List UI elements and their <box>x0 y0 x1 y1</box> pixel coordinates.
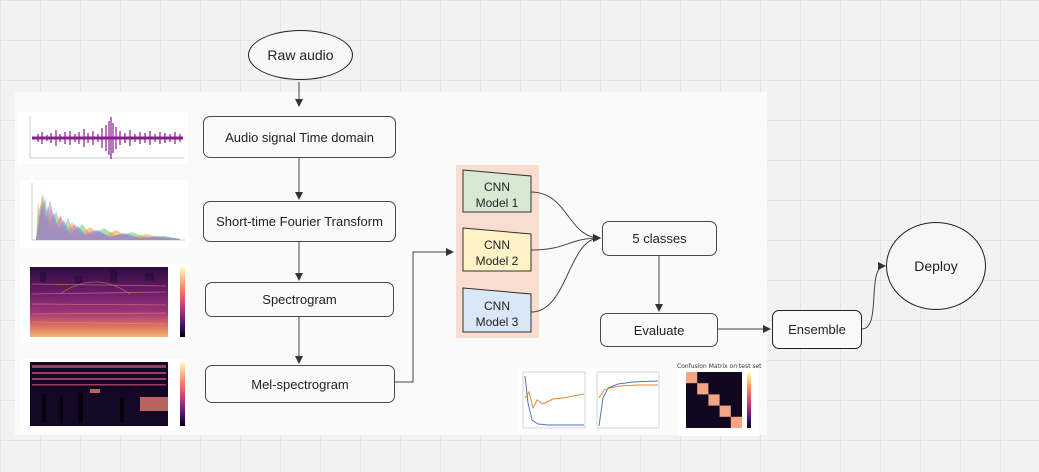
confusion-matrix-title: Confusion Matrix on test set <box>677 363 762 370</box>
spectrogram-colorbar <box>180 267 185 337</box>
waveform-signal <box>37 117 181 159</box>
confusion-matrix-colorbar <box>747 372 751 428</box>
cnn-model-2-line1: CNN <box>484 238 510 252</box>
mel-spectrogram-texture <box>32 365 166 386</box>
curve-ensemble-to-deploy <box>861 262 886 330</box>
cnn-model-3[interactable]: CNN Model 3 <box>462 287 532 333</box>
loss-curve-blue <box>524 375 584 426</box>
spectrogram-thumbnail <box>20 264 190 342</box>
spectrogram-texture <box>31 281 167 325</box>
five-classes-label: 5 classes <box>632 231 687 246</box>
cnn-model-3-shape <box>462 287 532 333</box>
raw-audio-label: Raw audio <box>267 47 334 63</box>
deploy-label: Deploy <box>914 258 958 274</box>
mel-spectrogram-thumbnail <box>20 359 188 431</box>
spectrogram-node[interactable]: Spectrogram <box>205 282 394 317</box>
curve-cnn1-to-classes <box>530 191 601 242</box>
mel-spectrogram-blocks <box>90 389 168 411</box>
acc-curve-blue <box>598 380 659 427</box>
waveform-thumbnail <box>18 112 188 164</box>
stft-series-purple <box>36 200 180 240</box>
evaluate-node[interactable]: Evaluate <box>600 313 718 347</box>
mel-spectrogram-colorbar <box>180 362 185 426</box>
arrow-mel-to-cnn <box>395 248 454 383</box>
deploy-node[interactable]: Deploy <box>886 222 986 310</box>
mel-spectrogram-image <box>30 362 168 426</box>
acc-curve-orange <box>598 384 658 399</box>
ensemble-label: Ensemble <box>788 322 846 337</box>
cnn-model-2-line2: Model 2 <box>476 254 519 268</box>
training-curves-thumbnail <box>518 368 662 432</box>
confusion-matrix-thumbnail: Confusion Matrix on test set <box>677 362 762 436</box>
cnn-model-1[interactable]: CNN Model 1 <box>462 169 532 213</box>
audio-signal-node[interactable]: Audio signal Time domain <box>203 116 396 158</box>
stft-label: Short-time Fourier Transform <box>216 214 383 229</box>
mel-spectrogram-node[interactable]: Mel-spectrogram <box>205 365 395 403</box>
evaluate-label: Evaluate <box>633 322 685 338</box>
curve-cnn2-to-classes <box>530 234 601 251</box>
confusion-matrix-diagonal <box>686 372 742 428</box>
ensemble-node[interactable]: Ensemble <box>772 310 862 349</box>
cnn-model-2-shape <box>462 227 532 272</box>
cnn-model-1-shape <box>462 169 532 213</box>
cnn-model-1-line1: CNN <box>484 180 510 194</box>
loss-curve-orange <box>524 390 585 410</box>
audio-signal-label: Audio signal Time domain <box>225 129 374 145</box>
stft-node[interactable]: Short-time Fourier Transform <box>203 201 396 242</box>
five-classes-node[interactable]: 5 classes <box>602 221 717 256</box>
cnn-model-1-line2: Model 1 <box>476 196 519 210</box>
spectrogram-noise <box>40 270 154 283</box>
cnn-model-3-line1: CNN <box>484 299 510 313</box>
cnn-model-2[interactable]: CNN Model 2 <box>462 227 532 272</box>
cnn-model-3-line2: Model 3 <box>476 315 519 329</box>
curve-cnn3-to-classes <box>530 234 601 313</box>
mel-spectrogram-label: Mel-spectrogram <box>251 376 349 392</box>
raw-audio-node[interactable]: Raw audio <box>248 30 353 80</box>
stft-thumbnail <box>20 180 188 248</box>
spectrogram-label: Spectrogram <box>262 292 337 307</box>
